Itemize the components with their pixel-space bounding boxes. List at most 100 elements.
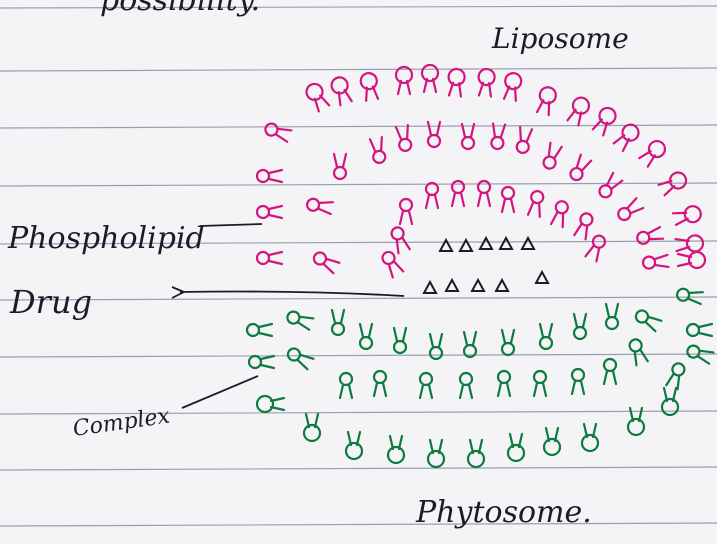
phospholipid-head — [678, 252, 705, 268]
drug-triangle — [424, 282, 436, 293]
phytosome-tail — [544, 428, 560, 455]
phospholipid-inner-head — [380, 250, 403, 278]
drug-triangle — [472, 280, 484, 291]
phospholipid-tail — [643, 255, 669, 269]
phospholipid-inner-head — [452, 181, 464, 206]
phospholipid-side — [312, 250, 340, 273]
phytosome-head — [666, 362, 686, 390]
drug-triangle — [522, 238, 534, 249]
phospholipid-inner-head — [528, 190, 544, 217]
phospholipid-head — [638, 138, 668, 168]
phytosome-head — [628, 338, 648, 366]
phospholipid-tail — [462, 124, 474, 149]
phospholipid-head — [535, 85, 557, 115]
phytosome-head — [498, 371, 510, 396]
phospholipid-tail — [542, 143, 562, 171]
phospholipid-head — [566, 95, 592, 126]
drug-molecules — [424, 238, 548, 293]
drug-triangle — [536, 272, 548, 283]
phospholipid-inner-head — [390, 226, 410, 254]
drug-label: Drug — [9, 283, 92, 321]
complex-molecule — [606, 304, 618, 329]
complex-molecule — [687, 324, 712, 336]
complex-molecule — [332, 310, 344, 335]
phospholipid-tail — [568, 155, 591, 183]
complex-molecule — [540, 324, 552, 349]
phospholipid-head — [477, 68, 495, 96]
phospholipid-inner-head — [574, 212, 594, 240]
phospholipid-head — [447, 68, 465, 96]
phospholipid-tail — [636, 227, 663, 245]
phospholipid-tail — [370, 137, 386, 164]
phytosome-head — [340, 373, 352, 398]
phospholipid-head — [672, 204, 702, 226]
phospholipid-inner-head — [400, 199, 412, 224]
phospholipid-side — [257, 170, 282, 182]
complex-pointer-line — [182, 376, 258, 408]
phospholipid-head — [304, 81, 331, 112]
phytosome-head — [374, 371, 386, 396]
phospholipid-side — [257, 206, 282, 218]
phytosome-tail — [468, 440, 484, 467]
phospholipid-tail — [396, 125, 412, 152]
phospholipid-head — [396, 67, 412, 94]
phytosome-head — [420, 373, 432, 398]
complex-molecule — [634, 308, 662, 331]
phospholipid-head — [502, 72, 522, 101]
complex-molecule — [502, 330, 514, 355]
phytosome-head — [286, 346, 314, 369]
drug-triangle — [496, 280, 508, 291]
phytosome-head — [572, 369, 584, 394]
phospholipid-pointer-line — [200, 224, 262, 226]
phospholipid-tail — [491, 124, 505, 150]
phytosome-head — [534, 371, 546, 396]
phospholipid-label: Phospholipid — [7, 221, 205, 256]
phospholipid-tail — [616, 198, 643, 222]
phospholipid-inner-head — [502, 187, 514, 212]
top-fragment-text: possibility. — [100, 0, 260, 18]
complex-molecule — [286, 310, 314, 330]
phytosome-tail — [428, 440, 444, 467]
phospholipid-inner-head — [478, 181, 490, 206]
phytosome-label: Phytosome. — [415, 495, 592, 530]
complex-molecule — [360, 324, 372, 349]
phytosome-structure — [247, 288, 713, 467]
phytosome-tail — [257, 396, 284, 412]
phospholipid-inner-head — [585, 234, 606, 262]
phytosome-head — [460, 373, 472, 398]
complex-molecule — [247, 324, 272, 336]
phytosome-tail — [508, 434, 524, 461]
complex-label: Complex — [71, 404, 172, 442]
ruled-lines — [0, 6, 717, 526]
phospholipid-side — [264, 122, 292, 142]
liposome-label: Liposome — [491, 22, 629, 55]
phytosome-head — [249, 356, 274, 368]
phospholipid-head — [675, 235, 703, 253]
complex-molecule — [394, 328, 406, 353]
phospholipid-tail — [334, 154, 346, 179]
phospholipid-tail — [516, 127, 532, 154]
drug-pointer-line — [180, 292, 404, 297]
drug-triangle — [500, 238, 512, 249]
phytosome-head — [604, 359, 616, 384]
phospholipid-inner-head — [551, 200, 569, 227]
complex-molecule — [464, 332, 476, 357]
phospholipid-head — [591, 105, 618, 136]
phospholipid-side — [257, 252, 282, 264]
drug-triangle — [446, 280, 458, 291]
phytosome-tail — [388, 436, 404, 463]
drug-triangle — [480, 238, 492, 249]
phytosome-tail — [346, 432, 362, 459]
complex-molecule — [676, 288, 703, 304]
phospholipid-head — [360, 72, 380, 101]
phytosome-tail — [582, 424, 598, 451]
drug-arrow-head — [172, 287, 184, 298]
phytosome-tail — [628, 408, 644, 435]
phospholipid-head — [329, 75, 353, 106]
phospholipid-tail — [597, 173, 622, 200]
phospholipid-side — [306, 198, 333, 214]
phospholipid-inner-head — [426, 183, 438, 208]
phytosome-tail — [304, 414, 320, 441]
